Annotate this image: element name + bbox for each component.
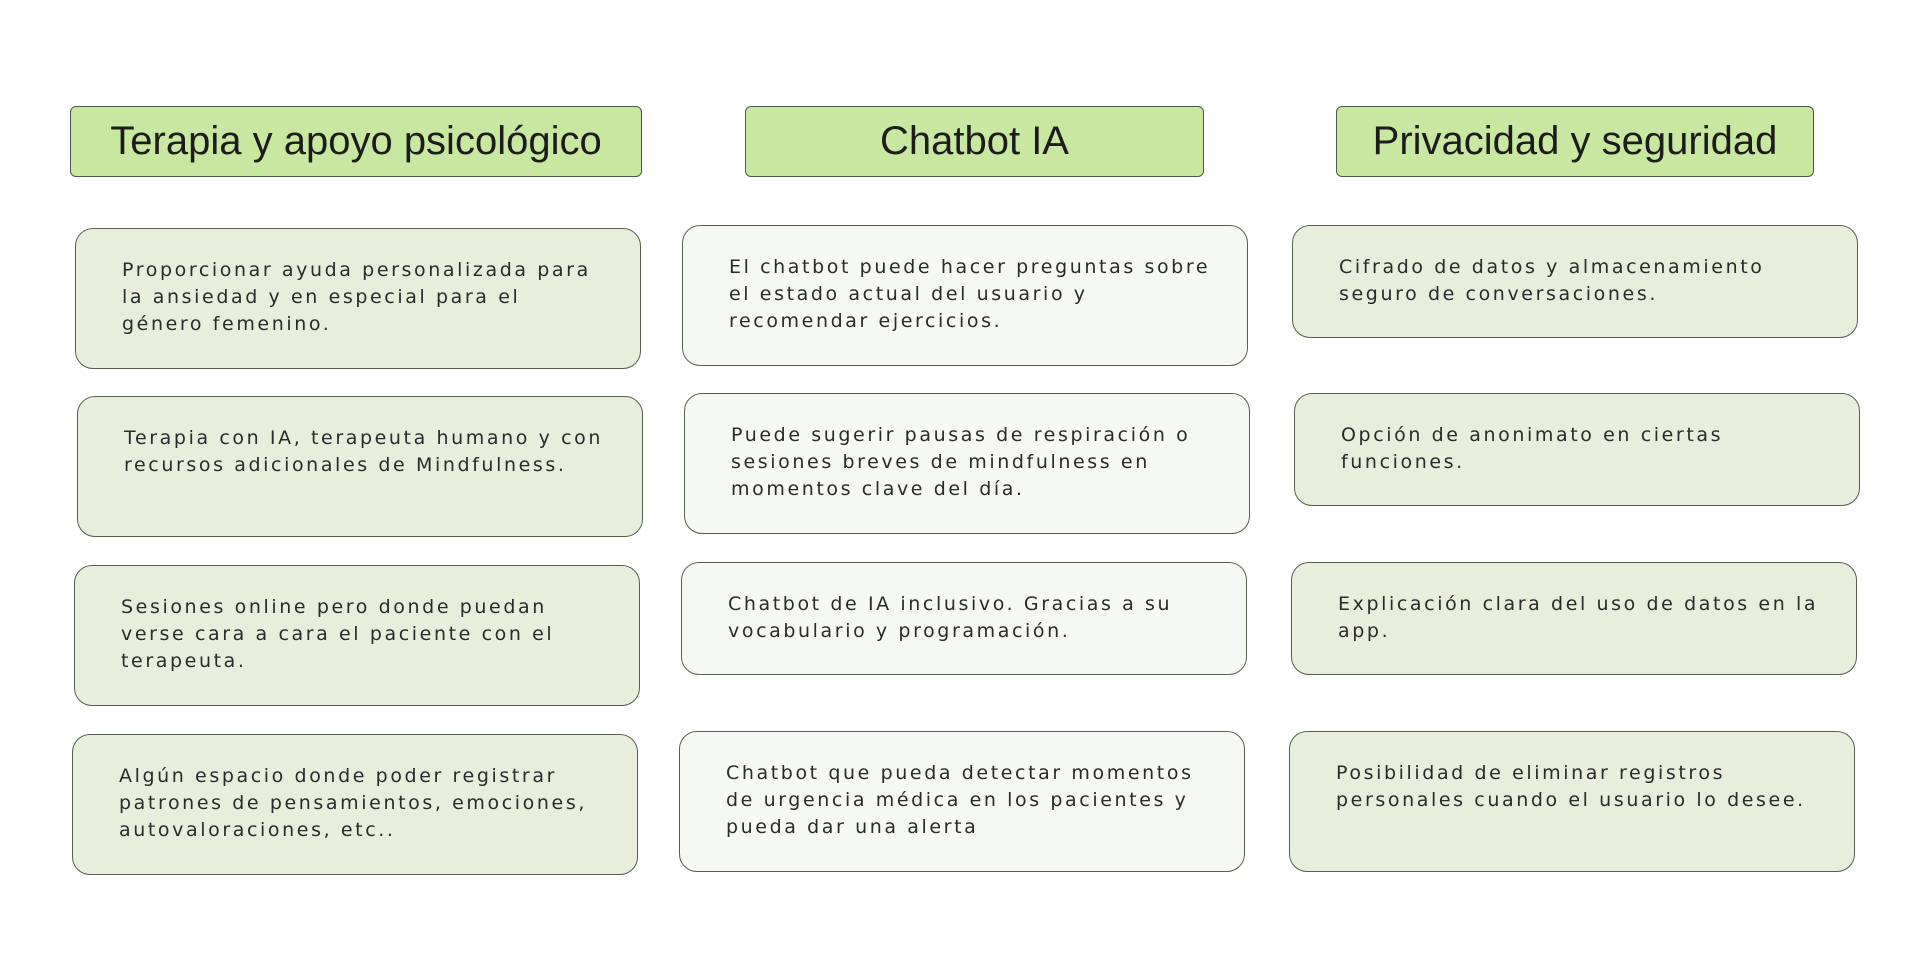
chatbot-card-1: El chatbot puede hacer preguntas sobre e… <box>682 225 1248 366</box>
terapia-card-3: Sesiones online pero donde puedan verse … <box>74 565 640 706</box>
chatbot-card-2: Puede sugerir pausas de respiración o se… <box>684 393 1250 534</box>
privacidad-card-2: Opción de anonimato en ciertas funciones… <box>1294 393 1860 506</box>
column-header-privacidad: Privacidad y seguridad <box>1336 106 1814 177</box>
terapia-card-4: Algún espacio donde poder registrar patr… <box>72 734 638 875</box>
privacidad-card-4: Posibilidad de eliminar registros person… <box>1289 731 1855 872</box>
privacidad-card-3: Explicación clara del uso de datos en la… <box>1291 562 1857 675</box>
terapia-card-2: Terapia con IA, terapeuta humano y con r… <box>77 396 643 537</box>
chatbot-card-3: Chatbot de IA inclusivo. Gracias a su vo… <box>681 562 1247 675</box>
terapia-card-1: Proporcionar ayuda personalizada para la… <box>75 228 641 369</box>
privacidad-card-1: Cifrado de datos y almacenamiento seguro… <box>1292 225 1858 338</box>
chatbot-card-4: Chatbot que pueda detectar momentos de u… <box>679 731 1245 872</box>
column-header-chatbot: Chatbot IA <box>745 106 1204 177</box>
column-header-terapia: Terapia y apoyo psicológico <box>70 106 642 177</box>
